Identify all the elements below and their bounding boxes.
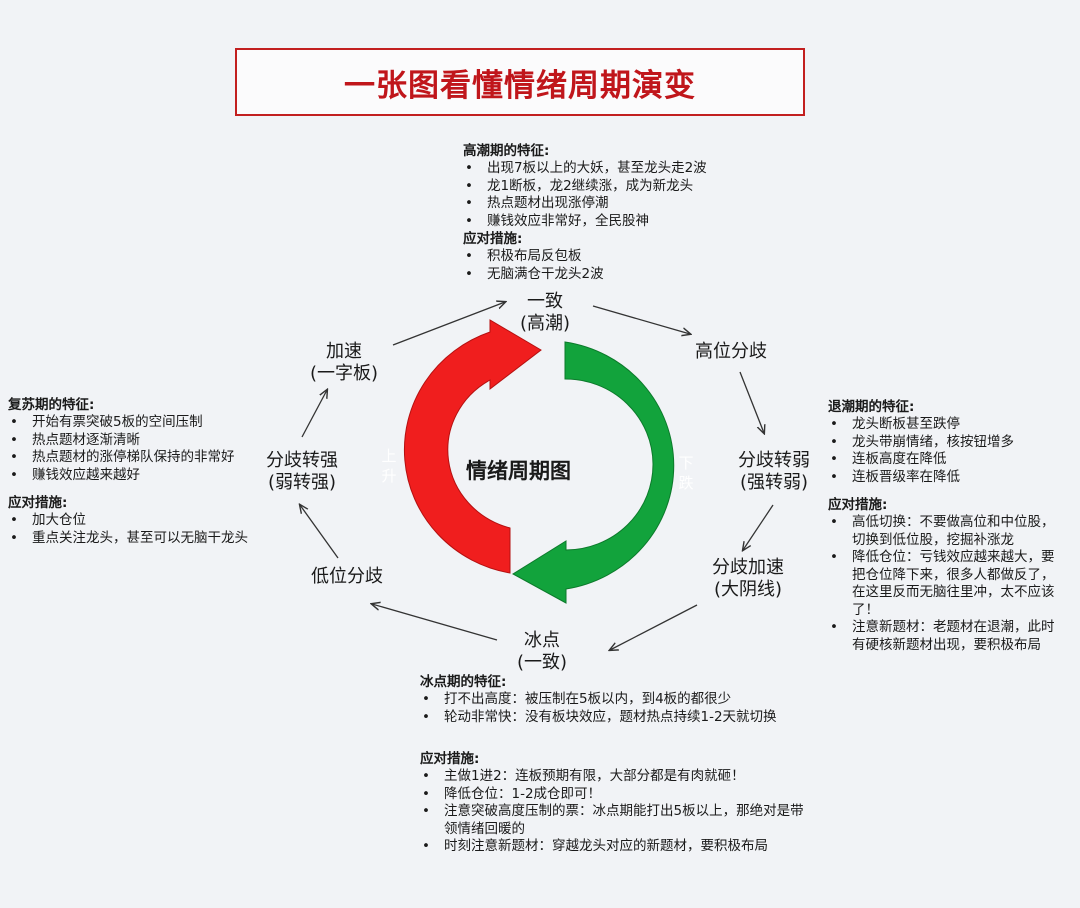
ebb-measures: 高低切换：不要做高位和中位股，切换到低位股，挖掘补涨龙 降低仓位：亏钱效应越来越… xyxy=(828,514,1062,654)
climax-features: 出现7板以上的大妖，甚至龙头走2波 龙1断板，龙2继续涨，成为新龙头 热点题材出… xyxy=(463,160,763,230)
node-low-divergence: 低位分歧 xyxy=(302,566,392,588)
center-label: 情绪周期图 xyxy=(466,459,571,483)
page-title: 一张图看懂情绪周期演变 xyxy=(344,67,696,104)
freeze-measures-title: 应对措施: xyxy=(420,751,480,767)
list-item: 赚钱效应非常好，全民股神 xyxy=(463,213,763,231)
list-item: 重点关注龙头，甚至可以无脑干龙头 xyxy=(8,530,256,548)
connector-top-to-high xyxy=(592,305,690,334)
red-rising-arrow xyxy=(403,319,542,574)
list-item: 龙头断板甚至跌停 xyxy=(828,416,1062,434)
list-item: 连板晋级率在降低 xyxy=(828,469,1062,487)
ebb-title: 退潮期的特征: xyxy=(828,399,915,415)
node-speedup: 加速 (一字板) xyxy=(299,341,389,385)
freeze-section: 冰点期的特征: 打不出高度：被压制在5板以内，到4板的都很少 轮动非常快：没有板… xyxy=(420,673,810,856)
list-item: 高低切换：不要做高位和中位股，切换到低位股，挖掘补涨龙 xyxy=(828,514,1062,549)
node-high-divergence-line1: 高位分歧 xyxy=(695,341,767,362)
node-weaken-line1: 分歧转弱 xyxy=(738,450,810,471)
node-bottom-line2: (一致) xyxy=(516,652,568,673)
list-item: 连板高度在降低 xyxy=(828,451,1062,469)
list-item: 无脑满仓干龙头2波 xyxy=(463,266,763,284)
node-top: 一致 (高潮) xyxy=(500,291,590,335)
node-strengthen-line1: 分歧转强 xyxy=(266,450,338,471)
connector-low-to-strengthen xyxy=(300,505,339,559)
node-accelerate-line1: 分歧加速 xyxy=(712,557,784,578)
green-falling-arrow xyxy=(512,341,675,604)
freeze-measures: 主做1进2：连板预期有限，大部分都是有肉就砸！ 降低仓位：1-2成仓即可！ 注意… xyxy=(420,768,810,856)
recovery-section: 复苏期的特征: 开始有票突破5板的空间压制 热点题材逐渐清晰 热点题材的涨停梯队… xyxy=(8,396,256,547)
ebb-section: 退潮期的特征: 龙头断板甚至跌停 龙头带崩情绪，核按钮增多 连板高度在降低 连板… xyxy=(828,398,1062,654)
up-char-1: 上 xyxy=(381,447,397,465)
list-item: 主做1进2：连板预期有限，大部分都是有肉就砸！ xyxy=(420,768,810,786)
connector-high-to-weaken xyxy=(739,371,764,433)
node-bottom-line1: 冰点 xyxy=(524,630,560,651)
connector-weaken-to-accel xyxy=(743,504,774,550)
node-weaken-line2: (强转弱) xyxy=(739,472,809,493)
list-item: 时刻注意新题材：穿越龙头对应的新题材，要积极布局 xyxy=(420,838,810,856)
node-accelerate: 分歧加速 (大阴线) xyxy=(703,557,793,601)
ebb-features: 龙头断板甚至跌停 龙头带崩情绪，核按钮增多 连板高度在降低 连板晋级率在降低 xyxy=(828,416,1062,486)
node-speedup-line2: (一字板) xyxy=(309,363,379,384)
node-strengthen-line2: (弱转强) xyxy=(267,472,337,493)
node-speedup-line1: 加速 xyxy=(326,341,362,362)
node-bottom: 冰点 (一致) xyxy=(497,630,587,674)
list-item: 龙1断板，龙2继续涨，成为新龙头 xyxy=(463,178,763,196)
list-item: 热点题材逐渐清晰 xyxy=(8,432,256,450)
freeze-features: 打不出高度：被压制在5板以内，到4板的都很少 轮动非常快：没有板块效应，题材热点… xyxy=(420,691,810,726)
node-strengthen: 分歧转强 (弱转强) xyxy=(257,450,347,494)
list-item: 积极布局反包板 xyxy=(463,248,763,266)
recovery-measures: 加大仓位 重点关注龙头，甚至可以无脑干龙头 xyxy=(8,512,256,547)
down-label: 下 跌 xyxy=(676,453,696,493)
recovery-features: 开始有票突破5板的空间压制 热点题材逐渐清晰 热点题材的涨停梯队保持的非常好 赚… xyxy=(8,414,256,484)
list-item: 注意新题材：老题材在退潮，此时有硬核新题材出现，要积极布局 xyxy=(828,619,1062,654)
list-item: 注意突破高度压制的票：冰点期能打出5板以上，那绝对是带领情绪回暖的 xyxy=(420,803,810,838)
list-item: 热点题材的涨停梯队保持的非常好 xyxy=(8,449,256,467)
node-top-line2: (高潮) xyxy=(519,313,571,334)
connector-strengthen-to-speedup xyxy=(301,390,327,438)
node-low-divergence-line1: 低位分歧 xyxy=(311,566,383,587)
list-item: 降低仓位：亏钱效应越来越大，要把仓位降下来，很多人都做反了，在这里反而无脑往里冲… xyxy=(828,549,1062,619)
ebb-measures-title: 应对措施: xyxy=(828,497,888,513)
list-item: 开始有票突破5板的空间压制 xyxy=(8,414,256,432)
list-item: 热点题材出现涨停潮 xyxy=(463,195,763,213)
node-top-line1: 一致 xyxy=(527,291,563,312)
climax-title: 高潮期的特征: xyxy=(463,143,550,159)
list-item: 打不出高度：被压制在5板以内，到4板的都很少 xyxy=(420,691,810,709)
list-item: 龙头带崩情绪，核按钮增多 xyxy=(828,434,1062,452)
climax-measures: 积极布局反包板 无脑满仓干龙头2波 xyxy=(463,248,763,283)
connector-bottom-to-low xyxy=(372,604,498,641)
down-char-2: 跌 xyxy=(678,474,694,492)
node-accelerate-line2: (大阴线) xyxy=(713,579,783,600)
recovery-title: 复苏期的特征: xyxy=(8,397,95,413)
connector-accel-to-bottom xyxy=(610,604,698,650)
list-item: 加大仓位 xyxy=(8,512,256,530)
title-box: 一张图看懂情绪周期演变 xyxy=(235,48,805,116)
down-char-1: 下 xyxy=(678,454,694,472)
node-high-divergence: 高位分歧 xyxy=(686,341,776,363)
node-weaken: 分歧转弱 (强转弱) xyxy=(729,450,819,494)
connector-speedup-to-top xyxy=(392,302,505,346)
climax-measures-title: 应对措施: xyxy=(463,231,523,247)
up-char-2: 升 xyxy=(381,467,397,485)
list-item: 轮动非常快：没有板块效应，题材热点持续1-2天就切换 xyxy=(420,709,810,727)
list-item: 赚钱效应越来越好 xyxy=(8,467,256,485)
list-item: 降低仓位：1-2成仓即可！ xyxy=(420,786,810,804)
climax-section: 高潮期的特征: 出现7板以上的大妖，甚至龙头走2波 龙1断板，龙2继续涨，成为新… xyxy=(463,142,763,283)
freeze-title: 冰点期的特征: xyxy=(420,674,507,690)
up-label: 上 升 xyxy=(379,446,399,486)
recovery-measures-title: 应对措施: xyxy=(8,495,68,511)
list-item: 出现7板以上的大妖，甚至龙头走2波 xyxy=(463,160,763,178)
